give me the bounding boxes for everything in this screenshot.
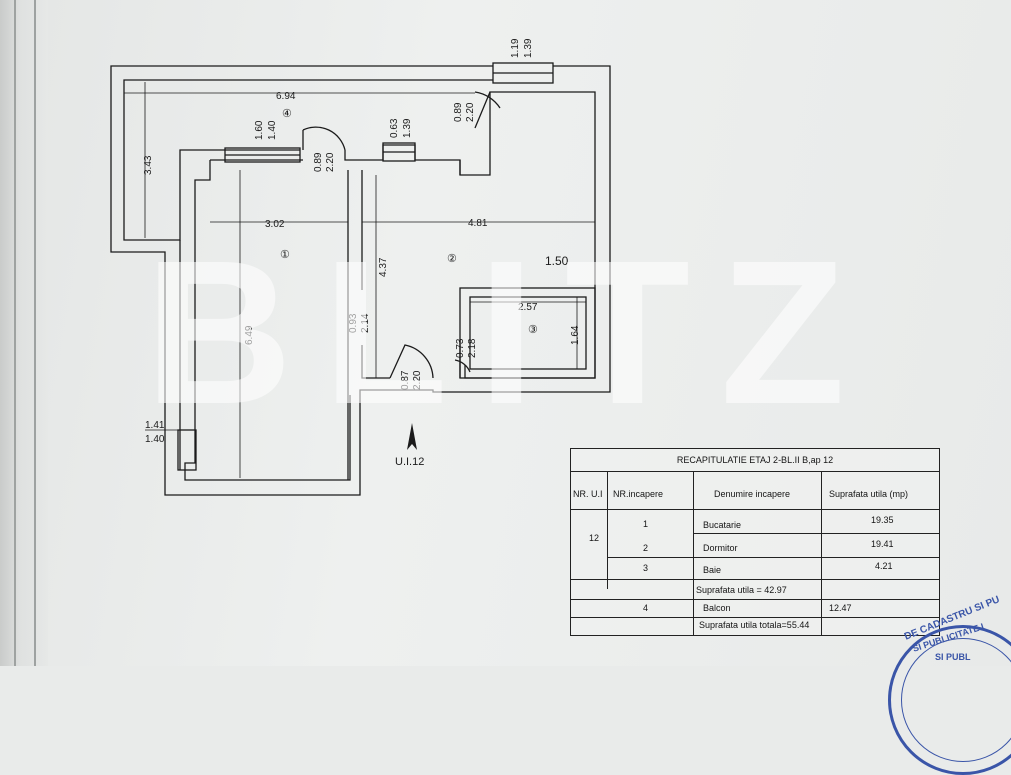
header-suprafata: Suprafata utila (mp): [829, 489, 909, 499]
dim-door-entry-a: 0.87: [400, 370, 411, 390]
balcony-inner-wall: [123, 79, 493, 241]
dim-balcony-depth: 3.43: [143, 155, 154, 175]
row-4-area: 12.47: [829, 603, 852, 613]
dim-window-mid-a: 0.63: [389, 118, 400, 138]
dim-window-side-b: 1.40: [145, 434, 165, 445]
row-2-name: Dormitor: [703, 543, 738, 553]
dim-door-left-b: 2.20: [325, 152, 336, 172]
dim-door-bath-b: 2.18: [467, 338, 478, 358]
binder-edge: [0, 0, 48, 666]
dim-door-inner-b: 2.14: [360, 313, 371, 333]
dim-door-balcony-a: 0.89: [453, 102, 464, 122]
dim-door-left-a: 0.89: [313, 152, 324, 172]
dim-door-inner-a: 0.93: [348, 313, 359, 333]
door-swing-entry: [389, 344, 434, 379]
dim-bath-width: 2.57: [518, 302, 538, 313]
watermark: BLITZ: [144, 218, 876, 447]
row-3-name: Baie: [703, 565, 722, 575]
partition-wall: [361, 345, 390, 379]
bath-outline: [459, 287, 596, 379]
dim-hall-width: 1.50: [545, 254, 569, 268]
floor-plan: 6.94 3.43 3.02 4.81 4.37 6.49 1.50 2.57 …: [110, 38, 611, 496]
header-nr-incapere: NR.incapere: [613, 489, 664, 499]
bath-inner: [469, 296, 587, 370]
room-number-4: ④: [282, 108, 292, 120]
row-4-nr: 4: [643, 603, 649, 613]
unit-number: 12: [589, 533, 600, 543]
door-swing-left: [302, 126, 346, 151]
dim-door-balcony-b: 2.20: [465, 102, 476, 122]
dim-door-bath-a: 0.73: [455, 338, 466, 358]
binder-line: [14, 0, 16, 666]
room-number-2: ②: [447, 253, 457, 265]
door-swing-bath: [454, 340, 471, 378]
dim-window-left-a: 1.60: [254, 120, 265, 140]
dim-room1-length: 6.49: [244, 325, 255, 345]
entry-label: U.I.12: [395, 456, 424, 468]
total: Suprafata utila totala=55.44: [699, 620, 810, 630]
dim-door-entry-b: 2.20: [412, 370, 423, 390]
dim-window-left-b: 1.40: [267, 120, 278, 140]
dim-room2-width: 4.81: [468, 218, 488, 229]
row-2-nr: 2: [643, 543, 649, 553]
stamp-line-3: SI PUBL: [935, 652, 971, 662]
row-4-name: Balcon: [703, 603, 731, 613]
room-number-3: ③: [528, 324, 538, 336]
window-side: [177, 429, 197, 471]
dim-room1-width: 3.02: [265, 219, 285, 230]
dim-window-top-b: 1.39: [523, 38, 534, 58]
binder-line: [34, 0, 36, 666]
row-3-nr: 3: [643, 563, 649, 573]
row-1-nr: 1: [643, 519, 649, 529]
header-denumire: Denumire incapere: [714, 489, 791, 499]
dim-window-top-a: 1.19: [510, 38, 521, 58]
entry-arrow-icon: [407, 423, 417, 450]
row-1-area: 19.35: [871, 515, 894, 525]
subtotal: Suprafata utila = 42.97: [696, 585, 787, 595]
row-1-name: Bucatarie: [703, 520, 742, 530]
header-nr-ui: NR. U.I: [573, 489, 603, 499]
dim-window-mid-b: 1.39: [402, 118, 413, 138]
dim-bath-depth: 1.64: [570, 325, 581, 345]
row-2-area: 19.41: [871, 539, 894, 549]
dim-room2-depth: 4.37: [378, 257, 389, 277]
room-number-1: ①: [280, 249, 290, 261]
dim-window-side-a: 1.41: [145, 420, 165, 431]
dim-balcony-length: 6.94: [276, 91, 296, 102]
door-swing-balcony: [474, 91, 501, 129]
room1-left-wall: [184, 160, 351, 481]
recap-table: RECAPITULATIE ETAJ 2-BL.II B,ap 12 NR. U…: [570, 448, 940, 636]
row-3-area: 4.21: [875, 561, 893, 571]
document-page: [0, 0, 1011, 666]
outer-wall: [110, 65, 611, 496]
table-title: RECAPITULATIE ETAJ 2-BL.II B,ap 12: [676, 455, 834, 465]
